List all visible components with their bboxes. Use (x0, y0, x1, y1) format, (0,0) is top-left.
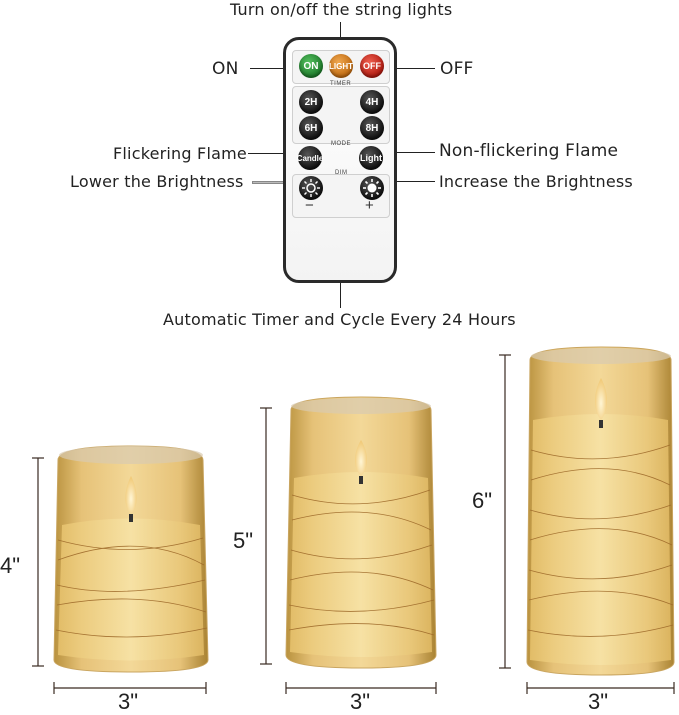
leader-line-flicker (248, 153, 306, 154)
label-flickering-flame: Flickering Flame (113, 144, 247, 163)
leader-line-nonflicker (373, 152, 435, 153)
candle-large-width: 3" (588, 689, 609, 714)
label-off: OFF (440, 59, 474, 79)
label-automatic-timer: Automatic Timer and Cycle Every 24 Hours (163, 310, 516, 329)
brightness-up-button[interactable] (360, 176, 384, 200)
label-non-flickering-flame: Non-flickering Flame (439, 141, 619, 161)
candle-medium (285, 396, 437, 669)
timer-panel: 2H 4H 6H 8H (292, 86, 390, 144)
plus-sign: + (365, 197, 374, 214)
dimension-lines (32, 354, 675, 694)
label-increase-brightness: Increase the Brightness (439, 172, 633, 191)
brightness-down-button[interactable] (299, 176, 323, 200)
timer-6h-button[interactable]: 6H (299, 116, 323, 140)
mode-section-label: MODE (331, 141, 351, 147)
candle-large-height: 6" (472, 488, 493, 513)
timer-8h-button[interactable]: 8H (360, 116, 384, 140)
candle-small (53, 445, 209, 673)
dim-panel: − + (292, 174, 390, 218)
sun-bright-icon (363, 179, 381, 197)
leader-line-increase (373, 181, 435, 182)
label-on: ON (212, 59, 239, 79)
leader-line-off (373, 68, 435, 69)
mode-panel: Candle Light (292, 146, 388, 170)
label-lower-brightness: Lower the Brightness (70, 172, 244, 191)
candle-small-height: 4" (0, 553, 21, 578)
dim-section-label: DIM (335, 170, 348, 176)
candle-medium-width: 3" (350, 689, 371, 714)
candle-medium-height: 5" (233, 528, 254, 553)
timer-2h-button[interactable]: 2H (299, 90, 323, 114)
label-string-lights: Turn on/off the string lights (230, 0, 453, 19)
minus-sign: − (305, 197, 314, 214)
candle-small-width: 3" (118, 689, 139, 714)
candle-mode-button[interactable]: Candle (297, 146, 323, 170)
on-button[interactable]: ON (299, 54, 323, 78)
candle-large (526, 346, 675, 676)
leader-line-on (250, 68, 305, 69)
timer-4h-button[interactable]: 4H (360, 90, 384, 114)
power-panel: ON LIGHT OFF (292, 50, 390, 84)
remote-control: ON LIGHT OFF TIMER 2H 4H 6H 8H MODE Cand… (283, 37, 397, 283)
sun-dim-icon (302, 179, 320, 197)
light-button[interactable]: LIGHT (329, 54, 353, 78)
light-mode-button[interactable]: Light (359, 146, 383, 170)
timer-section-label: TIMER (330, 81, 352, 87)
off-button[interactable]: OFF (360, 54, 384, 78)
